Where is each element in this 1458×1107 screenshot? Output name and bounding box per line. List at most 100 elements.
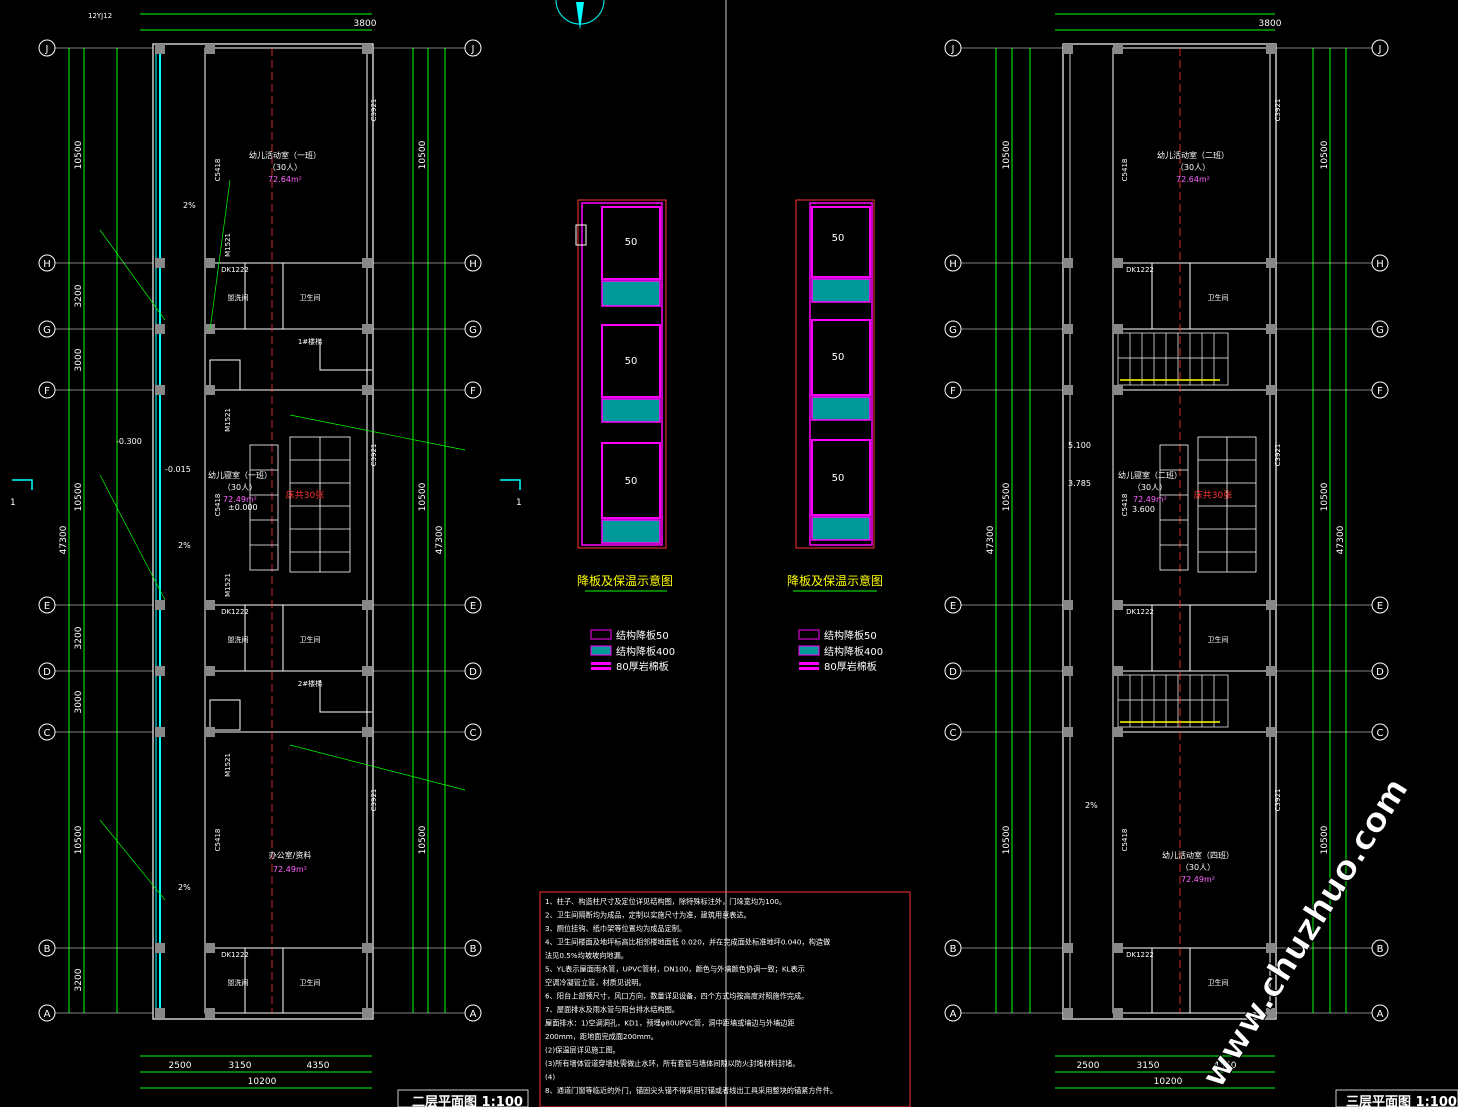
elevation: 3.785 — [1068, 479, 1091, 488]
note-line: 3、厕位挂钩、纸巾架等位置均为成品定制。 — [545, 924, 686, 933]
room-area: 72.49m² — [223, 495, 257, 504]
legend-label: 80厚岩棉板 — [616, 660, 669, 673]
room-name: 幼儿寝室（一班） — [208, 470, 272, 480]
slope-label: 2% — [183, 201, 196, 210]
axis-label: H — [43, 259, 51, 270]
room-name: 卫生间 — [1208, 978, 1229, 987]
door-tag: M1521 — [224, 753, 232, 777]
room-area: 72.49m² — [1181, 875, 1215, 884]
diagram-cell-value: 50 — [832, 473, 845, 484]
axis-label: B — [950, 944, 957, 955]
axis-label: J — [471, 44, 475, 55]
axis-label: F — [950, 386, 956, 397]
right-floor-plan: J H G F E D C B A J H G F E D C B A — [944, 13, 1458, 1107]
window-tag: C5418 — [1121, 829, 1129, 852]
dim-text: 10500 — [1320, 482, 1330, 511]
axis-label: D — [1376, 667, 1384, 678]
note-line: 7、屋面排水及雨水管与阳台排水结构图。 — [545, 1005, 679, 1014]
elevation: ±0.000 — [228, 503, 258, 512]
axis-label: A — [1377, 1009, 1384, 1020]
dim-text: 3800 — [1259, 19, 1282, 29]
room-name: 盥洗间 — [228, 293, 249, 302]
room-name: 卫生间 — [1208, 293, 1229, 302]
door-tag: M1521 — [224, 233, 232, 257]
diagram-2: 50 50 50 降板及保温示意图 — [787, 199, 883, 592]
dim-text: 10500 — [1320, 140, 1330, 169]
dim-text: 10500 — [1320, 825, 1330, 854]
door-tag: M1521 — [224, 408, 232, 432]
room-area: 72.64m² — [268, 175, 302, 184]
legend-label: 结构降板400 — [616, 645, 675, 658]
axis-label: J — [45, 44, 49, 55]
note-line: 5、YL表示屋面雨水管，UPVC管材，DN100，颜色与外墙颜色协调一致；KL表… — [545, 965, 805, 974]
dim-text: 3200 — [74, 968, 84, 991]
room-name: 卫生间 — [300, 293, 321, 302]
note-line: 空调冷凝管立管，材质见说明。 — [545, 978, 646, 987]
window-tag: C5418 — [214, 829, 222, 852]
window-tag: C3921 — [1274, 99, 1282, 122]
door-tag: DK1222 — [1126, 951, 1154, 959]
note-line: 1、柱子、构造柱尺寸及定位详见结构图，除特殊标注外，门垛宽均为100。 — [545, 897, 786, 906]
axis-label: F — [44, 386, 50, 397]
dim-text: 3200 — [74, 626, 84, 649]
left-axis-markers: J H G F E D C B A — [38, 39, 56, 1022]
slope-label: 2% — [178, 541, 191, 550]
axis-label: D — [43, 667, 51, 678]
dim-text: 2500 — [1077, 1061, 1100, 1071]
legend-label: 结构降板50 — [824, 629, 877, 642]
ref-label: 12YJ12 — [88, 12, 112, 20]
note-line: 6、阳台上部预尺寸，风口方向，数量详见设备，四个方式均按高度对照施作完成。 — [545, 992, 808, 1001]
legend-label: 结构降板50 — [616, 629, 669, 642]
axis-label: C — [44, 728, 51, 739]
diagram-cell-value: 50 — [625, 476, 638, 487]
stair-label: 2#楼梯 — [298, 679, 322, 688]
axis-label: J — [1378, 44, 1382, 55]
door-tag: M1521 — [224, 573, 232, 597]
window-tag: C5418 — [214, 159, 222, 182]
stair-label: 1#楼梯 — [298, 337, 322, 346]
dim-text: 4350 — [307, 1061, 330, 1071]
diagram-cell-value: 50 — [625, 356, 638, 367]
dim-text: 47300 — [59, 525, 69, 554]
room-name: 卫生间 — [300, 978, 321, 987]
room-area: 72.49m² — [1133, 495, 1167, 504]
room-capacity: （30人） — [1181, 863, 1215, 872]
room-name: 盥洗间 — [228, 978, 249, 987]
right-axis-markers-right: J H G F E D C B A — [1371, 39, 1389, 1022]
diagram-cell-value: 50 — [625, 237, 638, 248]
elevation: -0.300 — [116, 437, 142, 446]
axis-label: H — [469, 259, 477, 270]
legend-1: 结构降板50 结构降板400 80厚岩棉板 — [590, 629, 675, 673]
room-name: 办公室/资料 — [269, 850, 312, 860]
dim-text: 47300 — [435, 525, 445, 554]
room-name: 盥洗间 — [228, 635, 249, 644]
window-tag: C5418 — [1121, 159, 1129, 182]
north-arrow-icon — [555, 0, 605, 30]
notes-table: 1、柱子、构造柱尺寸及定位详见结构图，除特殊标注外，门垛宽均为100。2、卫生间… — [539, 891, 911, 1107]
room-capacity: （30人） — [223, 483, 257, 492]
slope-label: 2% — [1085, 801, 1098, 810]
axis-label: H — [1376, 259, 1384, 270]
dim-text: 10500 — [1002, 482, 1012, 511]
axis-label: G — [1376, 325, 1384, 336]
axis-label: E — [950, 601, 956, 612]
axis-label: F — [1377, 386, 1383, 397]
window-tag: C3921 — [1274, 444, 1282, 467]
dim-text: 3200 — [74, 284, 84, 307]
door-tag: DK1222 — [221, 608, 249, 616]
dim-text: 10200 — [248, 1077, 277, 1087]
dim-text: 3150 — [229, 1061, 252, 1071]
diagram-cell-value: 50 — [832, 233, 845, 244]
note-line: 200mm，距地面完成面200mm。 — [545, 1032, 658, 1041]
axis-label: C — [950, 728, 957, 739]
diagram-1: 50 50 50 降板及保温示意图 — [575, 199, 673, 592]
axis-label: E — [470, 601, 476, 612]
axis-label: B — [1377, 944, 1384, 955]
section-mark: 1 — [10, 498, 16, 508]
diagram-title: 降板及保温示意图 — [787, 573, 883, 588]
note-line: 法见0.5%均坡坡向地漏。 — [545, 951, 628, 960]
axis-label: C — [470, 728, 477, 739]
window-tag: C3921 — [1274, 789, 1282, 812]
door-tag: DK1222 — [221, 266, 249, 274]
axis-label: J — [951, 44, 955, 55]
